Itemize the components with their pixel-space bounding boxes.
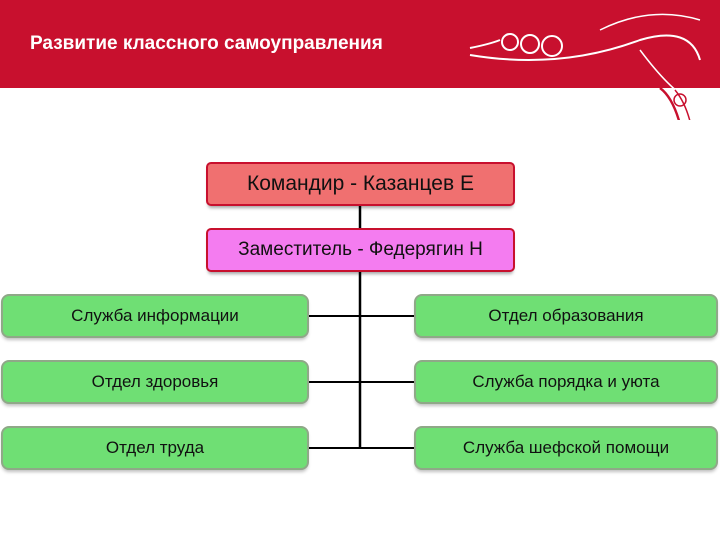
department-label: Служба информации [71, 306, 239, 325]
department-label: Отдел труда [105, 438, 205, 457]
department-label: Служба шефской помощи [462, 438, 670, 457]
deputy-label: Заместитель - Федерягин Н [238, 239, 483, 260]
commander-label: Командир - Казанцев Е [246, 172, 474, 195]
slide-title: Развитие классного самоуправления [30, 33, 383, 54]
department-box-health: Отдел здоровья [1, 360, 309, 404]
department-label: Отдел здоровья [91, 372, 219, 391]
department-box-patron: Служба шефской помощи [414, 426, 718, 470]
commander-box: Командир - Казанцев Е [206, 162, 515, 206]
department-box-info: Служба информации [1, 294, 309, 338]
department-box-education: Отдел образования [414, 294, 718, 338]
swirl-ornament-icon [469, 13, 701, 120]
deputy-box: Заместитель - Федерягин Н [206, 228, 515, 272]
department-label: Отдел образования [488, 306, 644, 325]
department-label: Служба порядка и уюта [472, 372, 660, 391]
department-box-order: Служба порядка и уюта [414, 360, 718, 404]
department-box-labor: Отдел труда [1, 426, 309, 470]
header-banner [0, 0, 720, 88]
